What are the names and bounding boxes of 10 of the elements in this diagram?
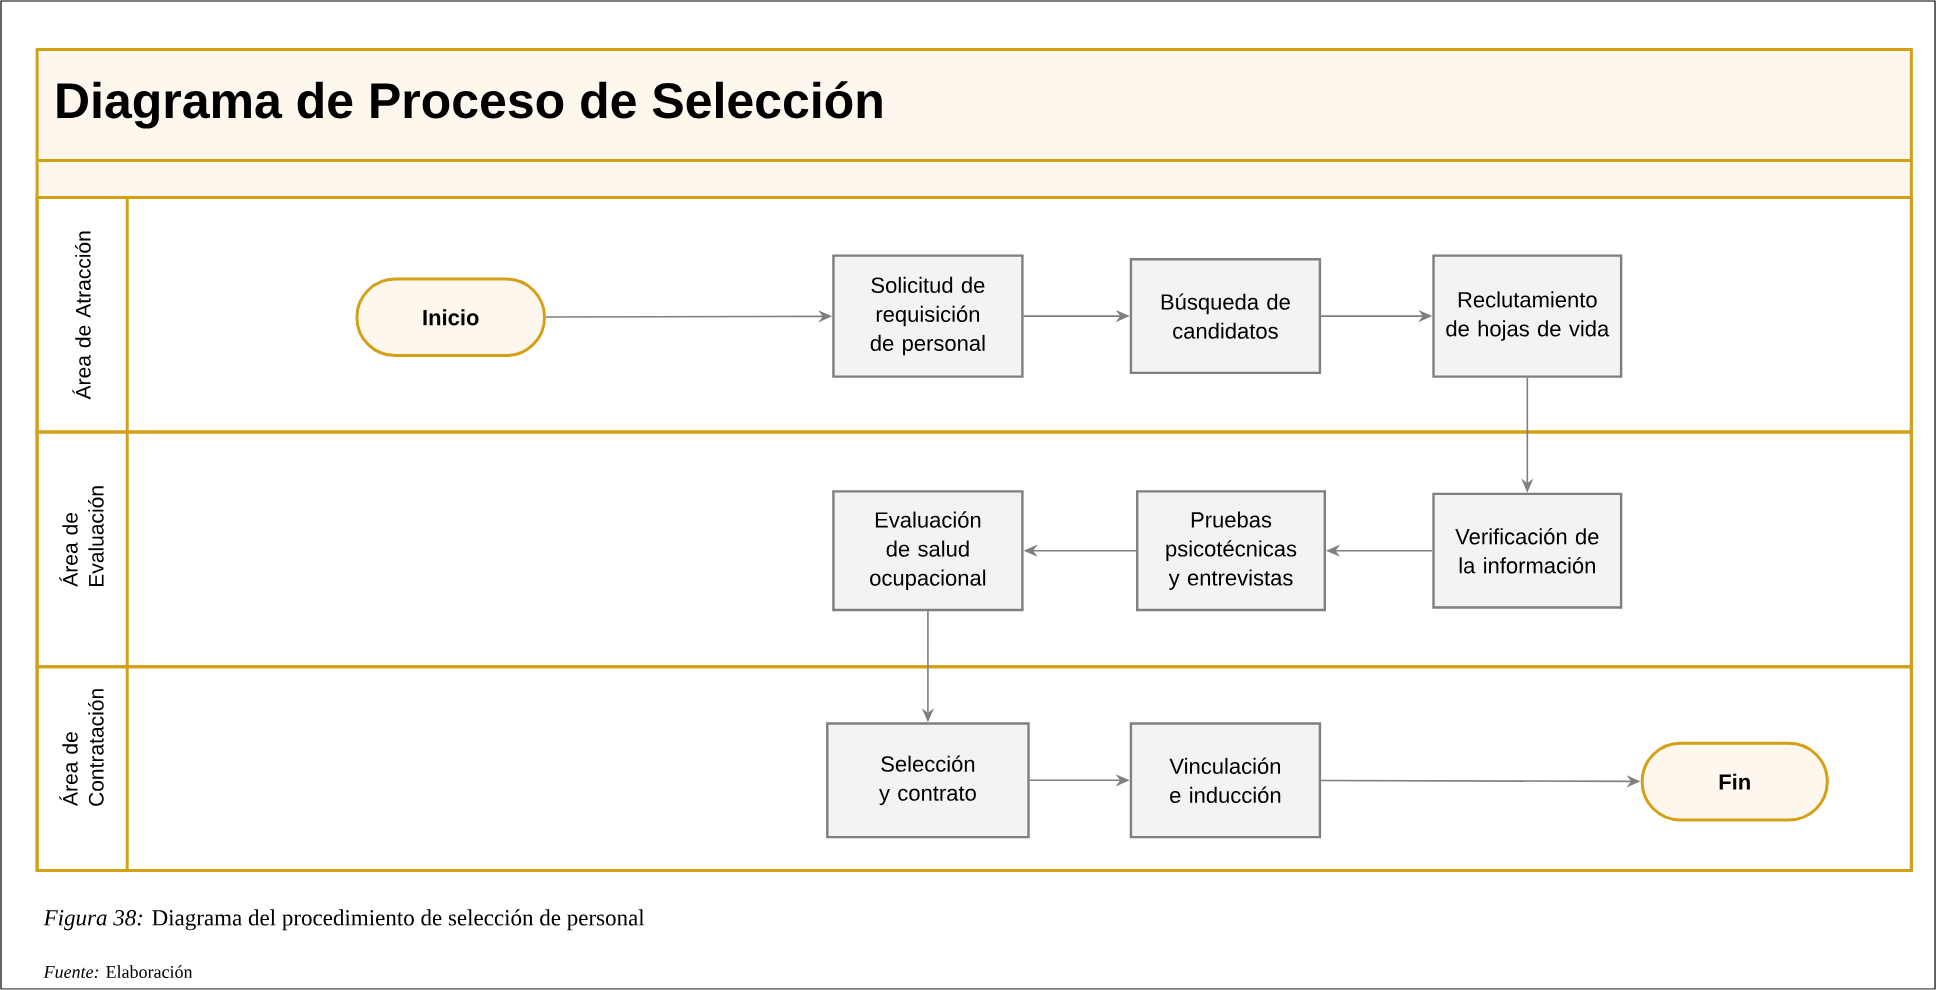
process-box: Búsqueda de candidatos [1129, 258, 1322, 375]
process-box: Verificación de la información [1432, 492, 1623, 609]
process-box: Solicitud de requisición de personal [832, 254, 1024, 378]
process-box: Reclutamiento de hojas de vida [1432, 254, 1623, 378]
process-box: Selección y contrato [826, 722, 1030, 839]
process-box: Evaluación de salud ocupacional [832, 490, 1024, 612]
source-note: Fuente: Elaboración [43, 965, 193, 979]
process-box: Vinculación e inducción [1129, 722, 1322, 839]
process-box: Pruebas psicotécnicas y entrevistas [1136, 490, 1326, 612]
figure-caption: Figura 38: Diagrama del procedimiento de selección de personal [43, 909, 645, 931]
